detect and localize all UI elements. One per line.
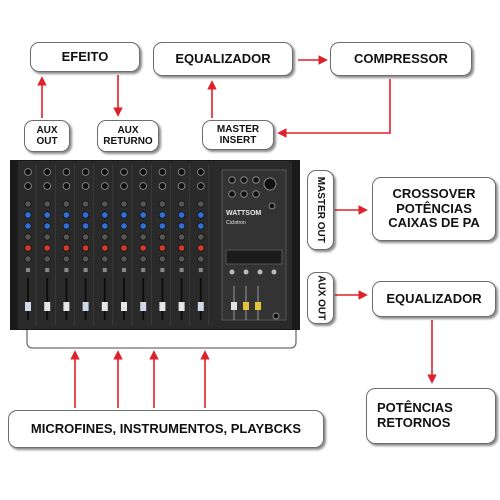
node-aux-out-side: AUX OUT [307,272,334,324]
mixer-sub-brand: Ciclotron [226,220,246,226]
mixer-channel-strip [62,164,75,326]
mixer-channel-strip [81,164,94,326]
mixer-channel-strip [139,164,152,326]
node-crossover: CROSSOVER POTÊNCIAS CAIXAS DE PA [372,177,496,241]
mixer-channel-strip [120,164,133,326]
mixer-channel-strip [24,164,37,326]
mixer-channel-strip [101,164,114,326]
input-bracket [26,322,297,349]
mixer-image: WATTSOM Ciclotron [10,160,300,330]
mixer-brand: WATTSOM [226,210,261,217]
mixer-channel-strip [43,164,56,326]
master-section: WATTSOM Ciclotron [221,169,287,321]
node-compressor: COMPRESSOR [330,42,472,76]
node-equalizador-right: EQUALIZADOR [372,281,496,317]
node-master-out: MASTER OUT [307,170,334,250]
mixer-channel-strip [177,164,190,326]
node-master-insert: MASTER INSERT [202,120,274,150]
mixer-channel-strip [158,164,171,326]
node-equalizador-top: EQUALIZADOR [153,42,293,76]
node-potencias-retornos: POTÊNCIAS RETORNOS [366,388,496,444]
node-aux-retorno: AUX RETURNO [97,120,159,152]
arrow-compressor-insert [277,79,391,138]
node-efeito: EFEITO [30,42,140,72]
mixer-channel-strip [197,164,210,326]
mixer-channels [24,164,210,326]
node-inputs: MICROFINES, INSTRUMENTOS, PLAYBCKS [8,410,324,448]
node-aux-out: AUX OUT [24,120,70,152]
